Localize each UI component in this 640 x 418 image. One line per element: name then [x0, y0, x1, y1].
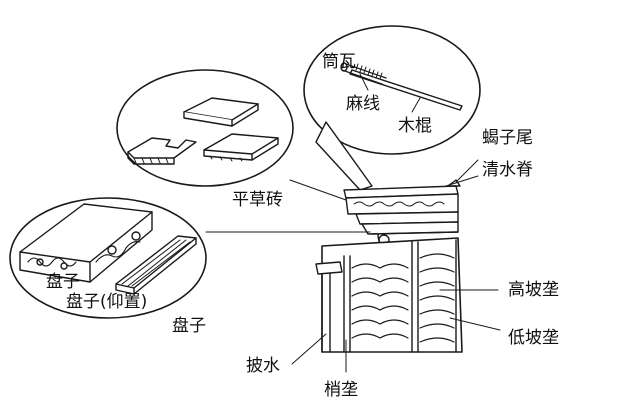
detail-ellipse-panzi [9, 197, 207, 319]
label-xie-zi-wei: 蝎子尾 [482, 128, 533, 148]
label-mu-gun: 木棍 [398, 116, 432, 136]
label-pan-zi-2: 盘子 [172, 316, 206, 336]
ridge-main-structure [315, 121, 463, 353]
label-di-po-long: 低坡垄 [508, 328, 559, 348]
label-shao-long: 梢垄 [324, 380, 358, 400]
label-gao-po-long: 高坡垄 [508, 280, 559, 300]
label-pan-zi-yang-zhi: 盘子(仰置) [66, 292, 148, 312]
label-pi-shui: 披水 [246, 356, 280, 376]
label-ping-cao-zhuan: 平草砖 [232, 190, 283, 210]
label-pan-zi-1: 盘子 [46, 272, 80, 292]
detail-ellipse-tongwa [303, 25, 481, 155]
label-ma-xian: 麻线 [346, 94, 380, 114]
label-tong-wa: 筒瓦 [322, 52, 356, 72]
label-qing-shui-ji: 清水脊 [482, 160, 533, 180]
leader-lines [205, 159, 501, 373]
detail-ellipse-pingcaozhuan [116, 69, 294, 187]
